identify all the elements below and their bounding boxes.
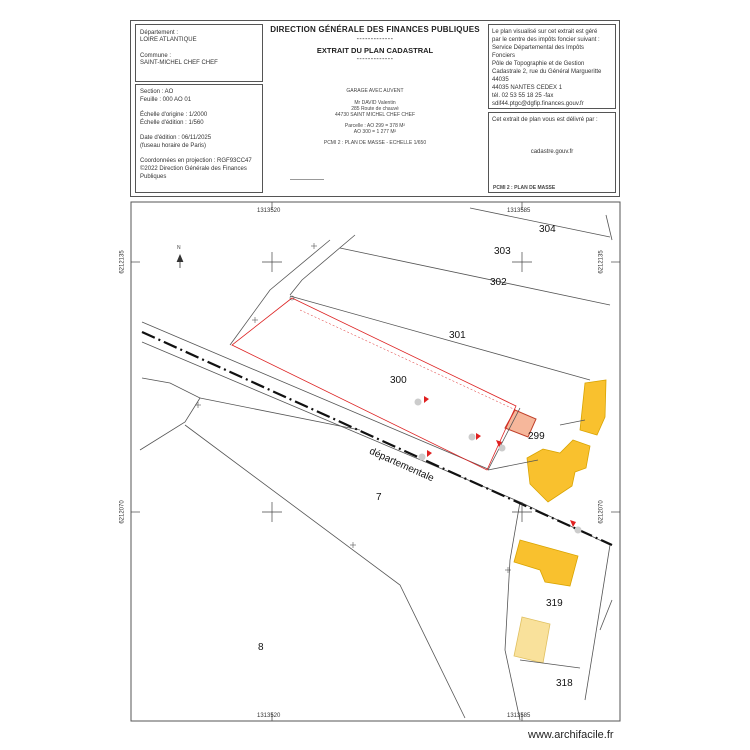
service-info-lines: Le plan visualisé sur cet extrait est gé…: [492, 28, 614, 108]
dept-label: Département :: [140, 30, 179, 36]
dash-line-2: -------------: [356, 56, 394, 63]
dept-value: LOIRE ATLANTIQUE: [140, 37, 197, 43]
project-name: GARAGE AVEC AUVENT: [346, 88, 404, 94]
section-info-line: Échelle d'origine : 1/2000: [140, 112, 208, 118]
service-info-line: Cadastrale 2, rue du Général Margueritte: [492, 69, 602, 75]
line-upper-302: [339, 247, 611, 306]
coord-left-top: 6212135: [119, 250, 126, 274]
line-7-north: [199, 397, 361, 431]
section-info-box: Section : AO Feuille : 000 AO 01 Échelle d…: [135, 84, 263, 193]
line-road-north-edge: [141, 321, 489, 470]
parcel-301: 301: [449, 330, 466, 341]
coord-right-bottom: 6212070: [598, 500, 605, 524]
parcel-7: 7: [376, 492, 382, 503]
building-319-main: [513, 539, 579, 587]
commune-value: SAINT-MICHEL CHEF CHEF: [140, 60, 218, 66]
service-info-line: 44035 NANTES CEDEX 1: [492, 85, 563, 91]
service-info-line: Le plan visualisé sur cet extrait est gé…: [492, 29, 598, 35]
section-info-line: Coordonnées en projection : RGF93CC47: [140, 158, 252, 164]
extrait-title: EXTRAIT DU PLAN CADASTRAL: [316, 46, 434, 55]
section-lines: Section : AO Feuille : 000 AO 01 Échelle d…: [140, 88, 262, 181]
parcel-299: 299: [528, 431, 545, 442]
line-upper-diag-1: [229, 239, 331, 346]
setback-dash-line: [299, 309, 521, 413]
project-pcmi: PCMI 2 : PLAN DE MASSE - ECHELLE 1/650: [323, 140, 427, 146]
section-info-line: Date d'édition : 06/11/2025: [140, 135, 212, 141]
road-axis-line: [141, 330, 613, 547]
project-parcel-2: AO 300 = 1 277 M²: [353, 129, 397, 135]
delivery-value: cadastre.gouv.fr: [530, 149, 574, 155]
delivery-footer: PCMI 2 : PLAN DE MASSE: [493, 185, 556, 191]
service-info-box: Le plan visualisé sur cet extrait est gé…: [488, 24, 616, 109]
line-319-east: [584, 544, 611, 701]
line-upper-303: [469, 207, 611, 238]
line-319-west: [504, 501, 521, 721]
location-box: Département : LOIRE ATLANTIQUE Commune :…: [135, 24, 263, 82]
commune-label: Commune :: [140, 53, 172, 59]
coord-bottom-left: 1313520: [257, 713, 281, 719]
building-house-299: [579, 379, 607, 436]
parcel-303: 303: [494, 246, 511, 257]
parcel-319: 319: [546, 598, 563, 609]
grid-crosses: [131, 202, 620, 721]
service-info-line: sdif44.ptgc@dgfip.finances.gouv.fr: [492, 101, 584, 107]
coord-left-bottom: 6212070: [119, 500, 126, 524]
center-header: DIRECTION GÉNÉRALE DES FINANCES PUBLIQUE…: [264, 22, 486, 192]
section-info-line: (fuseau horaire de Paris): [140, 143, 207, 149]
project-owner: Mr DAVID Valentin: [354, 100, 396, 106]
section-info-line: ©2022 Direction Générale des Finances: [140, 166, 247, 172]
scale-bar: [290, 179, 324, 180]
line-7-south-diag: [184, 424, 466, 719]
line-299-south: [487, 459, 539, 471]
project-address-2: 44730 SAINT MICHEL CHEF CHEF: [334, 112, 416, 118]
parcel-318: 318: [556, 678, 573, 689]
section-info-line: Publiques: [140, 174, 167, 180]
service-info-line: Service Départemental des Impôts: [492, 45, 585, 51]
north-label: N: [177, 245, 181, 251]
photo-viewpoints: [414, 396, 582, 534]
service-info-line: par le centre des impôts foncier suivant…: [492, 37, 600, 43]
line-upper-diag-2: [289, 234, 356, 296]
line-318-north: [519, 659, 581, 669]
boundary-marker: [289, 295, 295, 301]
coord-top-left: 1313520: [257, 208, 281, 214]
section-info-line: Feuille : 000 AO 01: [140, 97, 192, 103]
north-arrow-icon: [176, 253, 184, 268]
delivery-label: Cet extrait de plan vous est délivré par…: [492, 117, 598, 123]
project-address-1: 285 Route de chauvé: [351, 106, 399, 112]
watermark: www.archifacile.fr: [528, 729, 614, 741]
project-parcel-1: Parcelle : AO 299 = 378 M²: [344, 123, 406, 129]
dash-line-1: -------------: [356, 36, 394, 43]
parcel-304: 304: [539, 224, 556, 235]
dgfip-title: DIRECTION GÉNÉRALE DES FINANCES PUBLIQUE…: [270, 25, 480, 34]
line-300-299-divider: [487, 407, 521, 471]
section-info-line: Section : AO: [140, 89, 174, 95]
coord-top-right: 1313585: [507, 208, 531, 214]
coord-right-top: 6212135: [598, 250, 605, 274]
survey-markers: [195, 243, 511, 573]
line-right-edge-top: [605, 214, 613, 241]
parcel-8: 8: [258, 642, 264, 653]
service-info-line: Pôle de Topographie et de Gestion: [492, 61, 585, 67]
line-right-lower: [599, 599, 613, 631]
parcel-300: 300: [390, 375, 407, 386]
delivery-box: Cet extrait de plan vous est délivré par…: [488, 112, 616, 193]
line-299-east: [559, 419, 586, 426]
coord-bottom-right: 1313585: [507, 713, 531, 719]
project-parcel-boundary: [231, 297, 517, 471]
service-info-line: Fonciers: [492, 53, 516, 59]
building-annex-299: [526, 439, 591, 503]
service-info-line: 44035: [492, 77, 509, 83]
line-upper-301: [289, 295, 591, 381]
parcel-302: 302: [490, 277, 507, 288]
section-info-line: Échelle d'édition : 1/560: [140, 120, 204, 126]
service-info-line: tél. 02 53 55 18 25 -fax: [492, 93, 554, 99]
